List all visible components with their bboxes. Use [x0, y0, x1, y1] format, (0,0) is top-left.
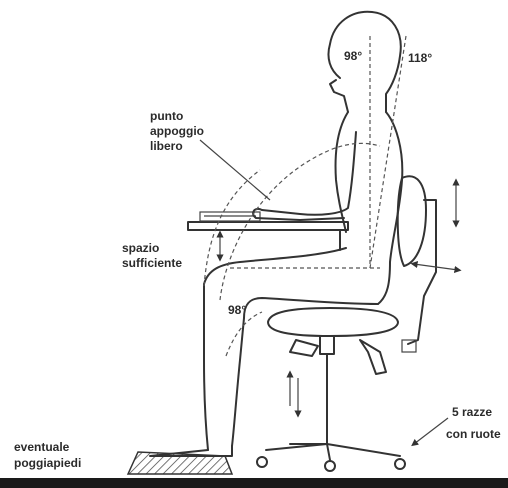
footrest-label-line2: poggiapiedi: [14, 456, 81, 470]
support-label-line1: punto: [150, 109, 183, 123]
angle-recline-label: 118°: [408, 51, 432, 65]
support-leader-line: [200, 140, 270, 200]
support-label-line2: appoggio: [150, 124, 204, 138]
base-label-line2: con ruote: [446, 427, 501, 441]
space-label-line1: spazio: [122, 241, 159, 255]
base-label-line1: 5 razze: [452, 405, 492, 419]
space-label-line2: sufficiente: [122, 256, 182, 270]
angle-back-label: 98°: [344, 49, 362, 63]
seated-person: [150, 12, 402, 456]
footrest-label-line1: eventuale: [14, 440, 70, 454]
support-label-line3: libero: [150, 139, 183, 153]
floor: [0, 478, 508, 488]
base-leader-line: [414, 418, 448, 444]
angle-knee-label: 98°: [228, 303, 246, 317]
office-chair: [257, 176, 436, 471]
